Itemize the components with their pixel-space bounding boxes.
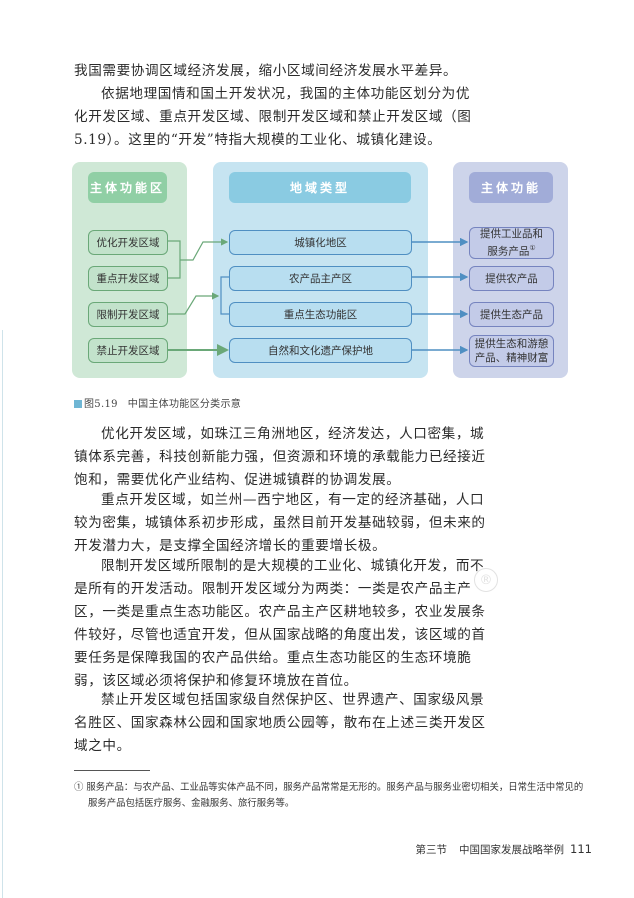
connector-lines (167, 237, 469, 356)
text-line: 要任务是保障我国的农产品供给。重点生态功能区的生态环境脆 (74, 650, 472, 666)
text-line: 名胜区、国家森林公园和国家地质公园等，散布在上述三类开发区 (74, 715, 486, 731)
figure-caption: 图5.19 中国主体功能区分类示意 (74, 395, 241, 410)
region-ecological: 重点生态功能区 (229, 302, 412, 327)
function-text: 提供工业品和 (480, 228, 543, 241)
registered-watermark-icon: ® (474, 568, 498, 592)
header-function-zones: 主体功能区 (88, 172, 167, 203)
text-line: 较为密集，城镇体系初步形成，虽然目前开发基础较弱，但未来的 (74, 515, 486, 531)
figure-title: 中国主体功能区分类示意 (127, 399, 242, 410)
text-line: 件较好，尽管也适宜开发，但从国家战略的角度出发，该区域的首 (74, 627, 486, 643)
region-urban: 城镇化地区 (229, 230, 412, 255)
figure-number: 图5.19 (84, 399, 118, 410)
page-footer: 第三节中国国家发展战略举例 111 (416, 842, 592, 857)
paragraph-restricted: 限制开发区域所限制的是大规模的工业化、城镇化开发，而不 是所有的开发活动。限制开… (74, 555, 574, 693)
text-line: 我国需要协调区域经济发展，缩小区域间经济发展水平差异。 (74, 63, 458, 79)
arrow-to-urban (167, 238, 229, 279)
text-line: 禁止开发区域包括国家级自然保护区、世界遗产、国家级风景 (101, 692, 485, 708)
text-line: 开发潜力大，是支撑全国经济增长的重要增长极。 (74, 538, 387, 554)
paragraph-optimized: 优化开发区域，如珠江三角洲地区，经济发达，人口密集，城 镇体系完善，科技创新能力… (74, 423, 574, 492)
function-recreation-spiritual: 提供生态和游憩 产品、精神财富 (469, 335, 554, 367)
text-line: 镇体系完善，科技创新能力强，但资源和环境的承载能力已经接近 (74, 449, 486, 465)
header-main-functions: 主体功能 (469, 172, 553, 203)
arrow-to-ag-eco (167, 292, 220, 315)
text-line: 是所有的开发活动。限制开发区域分为两类：一类是农产品主产 (74, 581, 472, 597)
zone-key: 重点开发区域 (88, 266, 168, 291)
text-line: 弱，该区域必须将保护和修复环境放在首位。 (74, 673, 358, 689)
function-text: 提供生态和游憩 (474, 338, 549, 350)
footnote: ① 服务产品：与农产品、工业品等实体产品不同，服务产品常常是无形的。服务产品与服… (74, 780, 594, 812)
text-line: 限制开发区域所限制的是大规模的工业化、城镇化开发，而不 (101, 558, 485, 574)
page-number: 111 (570, 842, 592, 856)
text-line: 饱和，需要优化产业结构、促进城镇群的协调发展。 (74, 472, 401, 488)
intro-paragraph: 我国需要协调区域经济发展，缩小区域间经济发展水平差异。 依据地理国情和国土开发状… (74, 60, 574, 152)
paragraph-key: 重点开发区域，如兰州—西宁地区，有一定的经济基础，人口 较为密集，城镇体系初步形… (74, 489, 574, 558)
function-industrial-services: 提供工业品和 服务产品① (469, 227, 554, 259)
zone-prohibited: 禁止开发区域 (88, 338, 168, 363)
region-heritage: 自然和文化遗产保护地 (229, 338, 412, 363)
header-region-types: 地域类型 (229, 172, 411, 203)
page-edge-line (2, 330, 3, 898)
function-text: 产品、精神财富 (474, 352, 549, 364)
footnote-rule (74, 770, 150, 771)
zone-optimized: 优化开发区域 (88, 230, 168, 255)
region-agricultural: 农产品主产区 (229, 266, 412, 291)
section-title: 中国国家发展战略举例 (459, 844, 565, 856)
function-agricultural-products: 提供农产品 (469, 266, 554, 291)
text-line: 重点开发区域，如兰州—西宁地区，有一定的经济基础，人口 (101, 492, 485, 508)
zone-restricted: 限制开发区域 (88, 302, 168, 327)
text-line: 化开发区域、重点开发区域、限制开发区域和禁止开发区域（图 (74, 109, 472, 125)
function-text: 服务产品① (487, 241, 535, 259)
paragraph-prohibited: 禁止开发区域包括国家级自然保护区、世界遗产、国家级风景 名胜区、国家森林公园和国… (74, 689, 574, 758)
text-line: 域之中。 (74, 738, 131, 754)
text-line: 区，一类是重点生态功能区。农产品主产区耕地较多，农业发展条 (74, 604, 486, 620)
footnote-line: 服务产品包括医疗服务、金融服务、旅行服务等。 (88, 798, 295, 809)
text-line: 优化开发区域，如珠江三角洲地区，经济发达，人口密集，城 (101, 426, 485, 442)
footnote-marker: ① (529, 244, 536, 253)
caption-square-icon (74, 400, 82, 408)
text-line: 5.19）。这里的“开发”特指大规模的工业化、城镇化建设。 (74, 132, 442, 148)
function-zone-diagram: 主体功能区 地域类型 主体功能 (0, 0, 634, 400)
function-text-part: 服务产品 (487, 245, 530, 258)
bracket-ag-eco (220, 276, 229, 315)
function-ecological-products: 提供生态产品 (469, 302, 554, 327)
arrows-to-functions (411, 237, 469, 355)
text-line: 依据地理国情和国土开发状况，我国的主体功能区划分为优 (101, 86, 471, 102)
footnote-line: ① 服务产品：与农产品、工业品等实体产品不同，服务产品常常是无形的。服务产品与服… (74, 782, 584, 793)
section-label: 第三节 (415, 844, 448, 856)
